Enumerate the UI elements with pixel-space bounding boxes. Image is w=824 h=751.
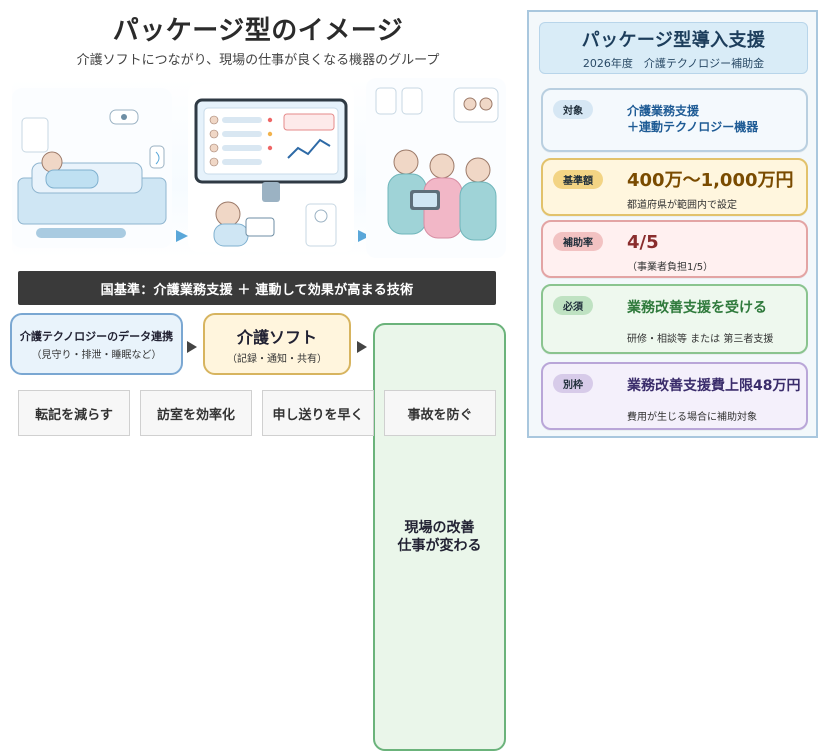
card-required-sub: 研修・相談等 または 第三者支援 (627, 334, 774, 345)
bedroom-sensors-scene (12, 88, 172, 248)
card-separate-main: 業務改善支援費上限48万円 (627, 378, 801, 394)
card-target-label: 対象 (553, 100, 593, 119)
flow-box-care-software: 介護ソフト （記録・通知・共有） (203, 313, 351, 375)
flow-box-care-software-line1: 介護ソフト (236, 327, 317, 347)
support-header-title: パッケージ型導入支援 (581, 29, 766, 51)
effects-row: 転記を減らす 訪室を効率化 申し送りを早く 事故を防ぐ (18, 390, 496, 436)
card-separate-label: 別枠 (553, 374, 593, 393)
right-panel: パッケージ型導入支援 2026年度 介護テクノロジー補助金 対象 介護業務支援 … (527, 10, 818, 438)
effect-faster-handover: 申し送りを早く (262, 390, 374, 436)
flow-box-tech-data-line1: 介護テクノロジーのデータ連携 (19, 329, 174, 343)
package-subtitle: 介護ソフトにつながり、現場の仕事が良くなる機器のグループ (76, 53, 440, 68)
card-required-main: 業務改善支援を受ける (627, 300, 767, 316)
arrow-icon-left (174, 227, 192, 245)
card-base-amount: 基準額 400万〜1,000万円 都道府県が範囲内で設定 (541, 158, 808, 216)
support-header: パッケージ型導入支援 2026年度 介護テクノロジー補助金 (539, 22, 808, 74)
left-panel: パッケージ型のイメージ 介護ソフトにつながり、現場の仕事が良くなる機器のグループ (0, 0, 516, 751)
card-required: 必須 業務改善支援を受ける 研修・相談等 または 第三者支援 (541, 284, 808, 354)
flow-box-improvement-line1: 現場の改善 (404, 520, 475, 536)
card-target-main: 介護業務支援 ＋連動テクノロジー機器 (627, 103, 758, 135)
team-collab-scene (366, 78, 506, 258)
package-title: パッケージ型のイメージ (112, 16, 404, 46)
flow-box-care-software-line2: （記録・通知・共有） (227, 353, 327, 365)
flow-box-tech-data: 介護テクノロジーのデータ連携 （見守り・排泄・睡眠など） (10, 313, 183, 375)
flow-box-improvement: 現場の改善 仕事が変わる (373, 323, 506, 751)
arrow-icon-flow-2 (355, 339, 371, 355)
effect-prevent-accidents: 事故を防ぐ (384, 390, 496, 436)
support-header-subtitle: 2026年度 介護テクノロジー補助金 (582, 56, 765, 70)
package-flow: 介護テクノロジーのデータ連携 （見守り・排泄・睡眠など） 介護ソフト （記録・通… (10, 313, 506, 751)
software-monitor-illustration (188, 84, 354, 252)
card-rate-main: 4/5 (627, 232, 659, 253)
flow-box-tech-data-line2: （見守り・排泄・睡眠など） (31, 349, 162, 361)
card-base-main: 400万〜1,000万円 (627, 170, 794, 191)
card-rate-sub: （事業者負担1/5） (627, 262, 714, 273)
card-target-line2: ＋連動テクノロジー機器 (627, 120, 759, 134)
effect-efficient-rounds: 訪室を効率化 (140, 390, 252, 436)
card-base-sub: 都道府県が範囲内で設定 (627, 200, 737, 211)
team-collab-illustration (366, 78, 506, 258)
card-target: 対象 介護業務支援 ＋連動テクノロジー機器 (541, 88, 808, 152)
bedroom-sensors-illustration (12, 88, 172, 248)
card-separate-sub: 費用が生じる場合に補助対象 (627, 412, 757, 423)
national-standard-banner: 国基準：介護業務支援 ＋ 連動して効果が高まる技術 (18, 271, 496, 305)
package-illustration (12, 78, 506, 258)
flow-box-improvement-line2: 仕事が変わる (397, 538, 482, 554)
card-target-line1: 介護業務支援 (627, 104, 700, 118)
effect-reduce-transcription: 転記を減らす (18, 390, 130, 436)
software-monitor-scene (188, 84, 354, 252)
card-separate: 別枠 業務改善支援費上限48万円 費用が生じる場合に補助対象 (541, 362, 808, 430)
card-subsidy-rate: 補助率 4/5 （事業者負担1/5） (541, 220, 808, 278)
card-base-label: 基準額 (553, 170, 603, 189)
card-required-label: 必須 (553, 296, 593, 315)
arrow-icon-flow-1 (185, 339, 201, 355)
card-rate-label: 補助率 (553, 232, 603, 251)
